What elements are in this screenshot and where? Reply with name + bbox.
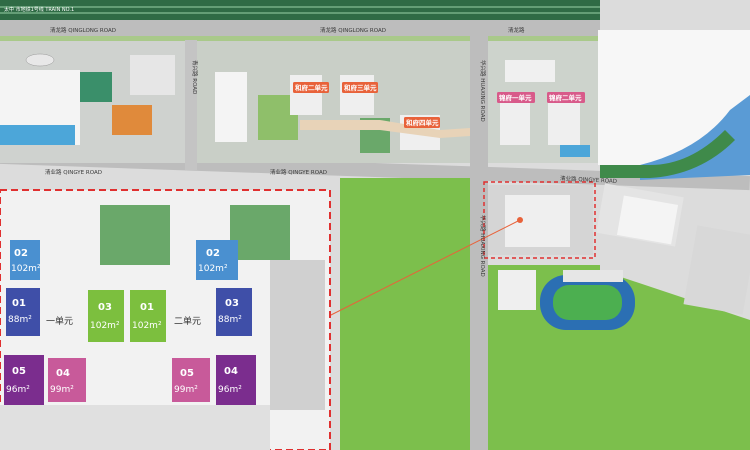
floorplan-south-band xyxy=(0,405,270,450)
svg-text:锦府一单元: 锦府一单元 xyxy=(499,93,532,102)
river-bank-green xyxy=(600,130,735,178)
east-building-3 xyxy=(683,225,750,315)
svg-text:96m²: 96m² xyxy=(218,385,242,395)
huaxing-road xyxy=(470,30,488,450)
svg-text:01: 01 xyxy=(12,298,26,309)
svg-text:02: 02 xyxy=(206,248,220,259)
svg-text:03: 03 xyxy=(98,302,112,313)
floorplan-east-wing xyxy=(270,260,325,410)
svg-text:99m²: 99m² xyxy=(50,385,74,395)
left-vertical-road xyxy=(185,40,197,170)
unit-tag-hefu-3: 和府三单元 xyxy=(342,82,378,93)
svg-text:和府二单元: 和府二单元 xyxy=(294,83,328,92)
floorplan-unit-2-02: 02 102m² xyxy=(196,240,238,280)
svg-text:01: 01 xyxy=(140,302,154,313)
building-nw-2 xyxy=(130,55,175,95)
svg-text:04: 04 xyxy=(224,366,238,377)
floorplan-unit-1-03: 03 102m² xyxy=(88,290,124,342)
green-field-west xyxy=(340,178,470,450)
svg-text:和府三单元: 和府三单元 xyxy=(343,83,377,92)
svg-text:05: 05 xyxy=(12,366,26,377)
building-one-label: 一单元 xyxy=(46,315,73,327)
svg-text:锦府二单元: 锦府二单元 xyxy=(549,93,582,102)
svg-text:88m²: 88m² xyxy=(8,315,32,325)
road-label-huaxing-lower: 华兴路 HUAXING ROAD xyxy=(479,215,487,277)
floorplan-unit-2-03: 03 88m² xyxy=(216,288,252,336)
jinfu-building-2 xyxy=(548,100,580,145)
road-label-qinglong-east: 清龙路 xyxy=(508,26,525,34)
svg-text:03: 03 xyxy=(225,298,239,309)
svg-text:02: 02 xyxy=(14,248,28,259)
jinfu-building-top xyxy=(505,60,555,82)
river xyxy=(640,95,750,180)
road-label-qingye-east: 清业路 QINGYE ROAD xyxy=(560,174,617,185)
court-row xyxy=(563,270,623,282)
qinglong-greenbelt xyxy=(0,36,600,41)
walkway-path xyxy=(300,120,470,138)
floorplan-greenery xyxy=(230,205,290,260)
road-label-qinglong-mid: 清龙路 QINGLONG ROAD xyxy=(320,26,386,34)
hefu-building-3 xyxy=(340,75,374,115)
floorplan-unit-1-04: 04 99m² xyxy=(48,358,86,402)
building-two-label: 二单元 xyxy=(174,315,201,327)
svg-text:102m²: 102m² xyxy=(198,264,228,274)
football-pitch xyxy=(553,285,622,320)
roundabout xyxy=(25,53,55,67)
svg-text:96m²: 96m² xyxy=(6,385,30,395)
svg-text:102m²: 102m² xyxy=(11,264,41,274)
floorplan-unit-1-01: 01 88m² xyxy=(6,288,40,336)
road-label-qingye-west: 清业路 QINGYE ROAD xyxy=(45,168,102,176)
school-building xyxy=(498,270,536,310)
unit-tag-jinfu-1: 锦府一单元 xyxy=(497,92,535,103)
svg-text:88m²: 88m² xyxy=(218,315,242,325)
floorplan-unit-2-05: 05 99m² xyxy=(172,358,210,402)
svg-text:102m²: 102m² xyxy=(90,321,120,331)
svg-text:04: 04 xyxy=(56,368,70,379)
floorplan-unit-1-05: 05 96m² xyxy=(4,355,44,405)
hefu-building-1 xyxy=(215,72,247,142)
floorplan-unit-1-02: 02 102m² xyxy=(10,240,41,280)
sports-court-orange xyxy=(112,105,152,135)
rail-label: 太中 市地铁1号线 TRAIN NO.1 xyxy=(4,6,74,13)
svg-text:102m²: 102m² xyxy=(132,321,162,331)
east-building-2 xyxy=(616,195,679,245)
road-label-left-vertical: 青兴路 ROAD xyxy=(191,60,199,94)
jinfu-building-1 xyxy=(500,100,530,145)
floorplan-unit-2-04: 04 96m² xyxy=(216,355,256,405)
unit-tag-hefu-2: 和府二单元 xyxy=(293,82,329,93)
road-label-qinglong-west: 清龙路 QINGLONG ROAD xyxy=(50,26,116,34)
unit-tag-jinfu-2: 锦府二单元 xyxy=(547,92,585,103)
hefu-building-2 xyxy=(290,75,322,115)
svg-text:和府四单元: 和府四单元 xyxy=(405,118,439,127)
rail-strip xyxy=(0,0,600,20)
unit-tag-hefu-4: 和府四单元 xyxy=(404,117,440,128)
callout-line xyxy=(324,219,521,319)
sports-court-green xyxy=(80,72,112,102)
callout-dot xyxy=(517,217,523,223)
target-building xyxy=(505,195,570,247)
green-field-southeast xyxy=(600,270,750,450)
floorplan-unit-2-01: 01 102m² xyxy=(130,290,166,342)
pool xyxy=(0,125,75,145)
road-label-qingye-mid: 清业路 QINGYE ROAD xyxy=(270,168,327,176)
floorplan-inset-border xyxy=(0,189,331,450)
jinfu-pool xyxy=(560,145,590,157)
target-plot-outline xyxy=(483,181,596,259)
road-label-huaxing-upper: 华兴路 HUAXING ROAD xyxy=(479,60,487,122)
qinglong-road xyxy=(0,20,600,36)
svg-text:99m²: 99m² xyxy=(174,385,198,395)
svg-text:05: 05 xyxy=(180,368,194,379)
floorplan-courtyard xyxy=(100,205,170,265)
